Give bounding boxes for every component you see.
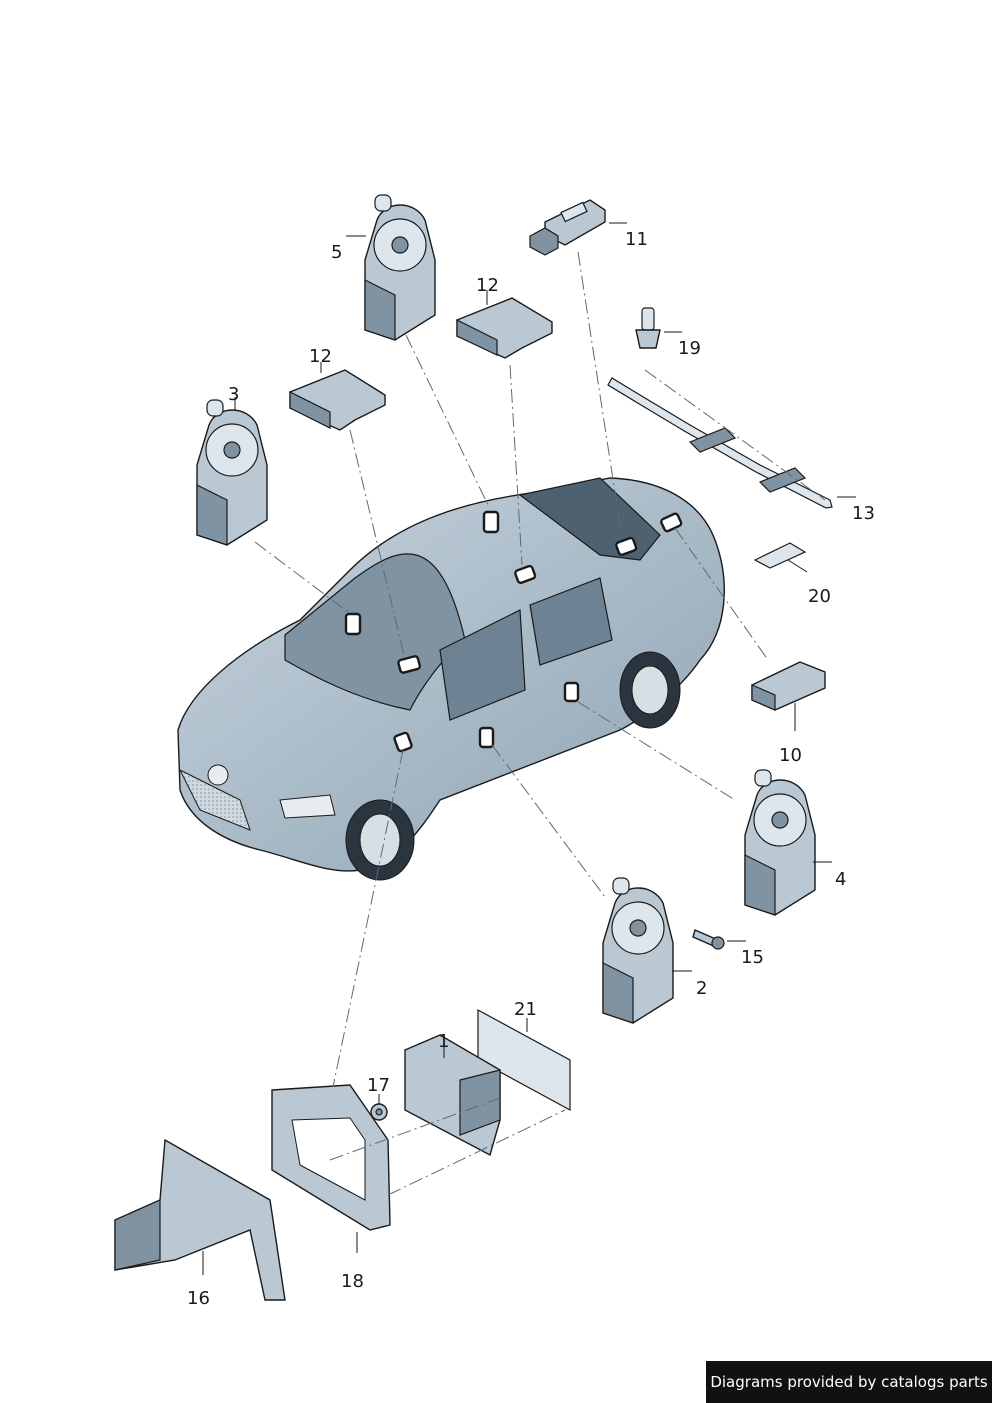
part-13-strip (607, 377, 833, 509)
part-18-bracket (271, 1084, 391, 1231)
watermark-text: Diagrams provided by catalogs parts (710, 1373, 988, 1391)
callout-15: 15 (741, 947, 764, 968)
part-16-bracket (114, 1138, 286, 1301)
callout-4: 4 (835, 869, 846, 890)
part-20-pad (753, 542, 807, 569)
reference-lines (254, 251, 826, 1196)
callout-18: 18 (341, 1271, 364, 1292)
part-11 (529, 199, 606, 256)
callout-13: 13 (852, 503, 875, 524)
callout-5: 5 (331, 242, 342, 263)
control-unit-12-left (289, 369, 386, 431)
watermark-banner: Diagrams provided by catalogs parts (706, 1361, 992, 1403)
window-motor-3 (196, 399, 268, 546)
window-motor-5 (364, 194, 436, 341)
callout-20: 20 (808, 586, 831, 607)
part-17-nut (370, 1103, 388, 1121)
callout-3: 3 (228, 384, 239, 405)
window-motor-4 (744, 769, 816, 916)
part-19-clip (635, 307, 661, 349)
part-10 (751, 661, 826, 711)
callout-10: 10 (779, 745, 802, 766)
callout-17: 17 (367, 1075, 390, 1096)
callout-16: 16 (187, 1288, 210, 1309)
callout-12-left: 12 (309, 346, 332, 367)
part-15-screw (692, 929, 725, 950)
callout-2: 2 (696, 978, 707, 999)
part-1-module (404, 1034, 501, 1157)
callout-12-right: 12 (476, 275, 499, 296)
window-motor-2 (602, 877, 674, 1024)
part-21-plate (477, 1008, 571, 1112)
car-illustration (177, 477, 725, 881)
callout-11: 11 (625, 229, 648, 250)
callout-labels: 1 2 3 4 5 10 11 12 12 13 15 16 17 18 19 … (187, 229, 875, 1309)
callout-21: 21 (514, 999, 537, 1020)
leader-lines (202, 222, 856, 1275)
control-unit-12-right (456, 297, 553, 359)
callout-1: 1 (438, 1031, 449, 1052)
callout-19: 19 (678, 338, 701, 359)
